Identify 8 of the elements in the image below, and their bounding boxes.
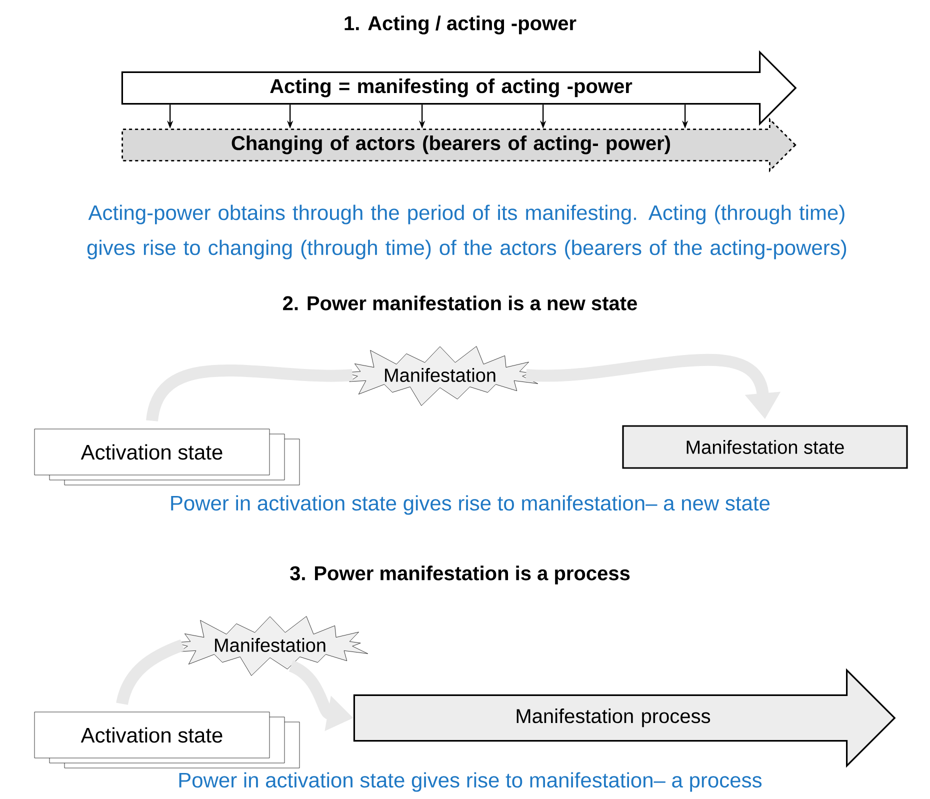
caption-text: Power in activation state gives rise to manifestation– a new state bbox=[171, 495, 770, 515]
heading: 2. Power manifestation is a new state bbox=[283, 296, 637, 310]
caption-text: Power in activation state gives rise to manifestation– a process bbox=[179, 772, 762, 792]
document-stack: Activation state bbox=[34, 712, 300, 768]
state-box: Manifestation state bbox=[622, 425, 908, 469]
document-stack: Activation state bbox=[34, 428, 300, 486]
caption-text: Acting-power obtains through the period of its manifesting. Acting (through time) gives rise to changing (through time) of the actors (bearers of the acting-powers) bbox=[87, 204, 846, 260]
heading: 3. Power manifestation is a process bbox=[290, 566, 630, 584]
